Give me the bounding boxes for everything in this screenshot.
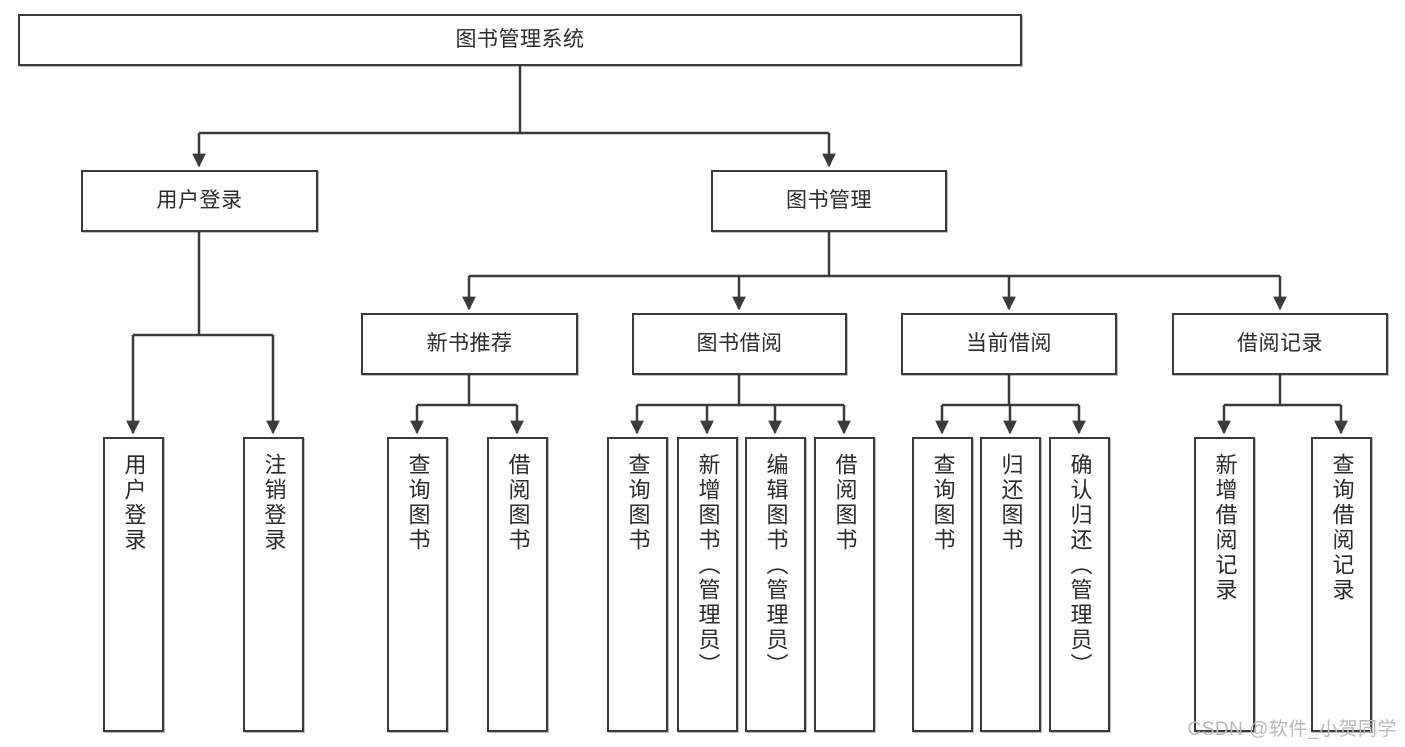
node-book-manage[interactable]: 图书管理	[711, 170, 947, 232]
node-leaf-query-book-3-label: 查询图书	[930, 453, 956, 553]
node-new-book-recommend[interactable]: 新书推荐	[361, 313, 578, 375]
node-leaf-confirm-return-label: 确认归还（管理员）	[1067, 453, 1093, 678]
node-leaf-logout[interactable]: 注销登录	[243, 437, 304, 732]
node-leaf-borrow-book-2[interactable]: 借阅图书	[814, 437, 875, 732]
node-leaf-edit-book[interactable]: 编辑图书（管理员）	[745, 437, 806, 732]
node-borrow-record-label: 借阅记录	[1237, 332, 1323, 356]
node-root-label: 图书管理系统	[455, 28, 585, 52]
node-leaf-query-book-1-label: 查询图书	[405, 453, 431, 553]
node-leaf-add-book-label: 新增图书（管理员）	[695, 453, 721, 678]
node-leaf-add-record-label: 新增借阅记录	[1212, 453, 1238, 603]
node-leaf-query-record[interactable]: 查询借阅记录	[1311, 437, 1372, 732]
node-leaf-confirm-return[interactable]: 确认归还（管理员）	[1049, 437, 1110, 732]
node-new-book-recommend-label: 新书推荐	[426, 332, 513, 356]
node-leaf-edit-book-label: 编辑图书（管理员）	[763, 453, 789, 678]
node-leaf-return-book[interactable]: 归还图书	[980, 437, 1041, 732]
node-leaf-add-record[interactable]: 新增借阅记录	[1194, 437, 1255, 732]
node-leaf-borrow-book-2-label: 借阅图书	[832, 453, 858, 553]
node-book-borrow[interactable]: 图书借阅	[632, 313, 847, 375]
node-leaf-user-login[interactable]: 用户登录	[103, 437, 164, 732]
node-leaf-logout-label: 注销登录	[261, 453, 287, 553]
node-user-login[interactable]: 用户登录	[81, 170, 318, 232]
node-borrow-record[interactable]: 借阅记录	[1172, 313, 1388, 375]
node-leaf-borrow-book-1-label: 借阅图书	[505, 453, 531, 553]
node-book-borrow-label: 图书借阅	[696, 332, 783, 356]
node-root[interactable]: 图书管理系统	[18, 14, 1022, 66]
node-leaf-query-book-2[interactable]: 查询图书	[607, 437, 668, 732]
node-current-borrow[interactable]: 当前借阅	[901, 313, 1117, 375]
node-leaf-add-book[interactable]: 新增图书（管理员）	[677, 437, 738, 732]
node-leaf-return-book-label: 归还图书	[998, 453, 1024, 553]
node-leaf-query-book-3[interactable]: 查询图书	[912, 437, 973, 732]
node-leaf-borrow-book-1[interactable]: 借阅图书	[487, 437, 548, 732]
watermark-text: CSDN @软件_小贺同学	[1187, 719, 1397, 740]
node-leaf-query-record-label: 查询借阅记录	[1329, 453, 1355, 603]
node-user-login-label: 用户登录	[156, 189, 243, 213]
node-book-manage-label: 图书管理	[786, 189, 872, 213]
node-leaf-query-book-2-label: 查询图书	[625, 453, 651, 553]
node-current-borrow-label: 当前借阅	[966, 332, 1052, 356]
node-leaf-query-book-1[interactable]: 查询图书	[387, 437, 448, 732]
node-leaf-user-login-label: 用户登录	[121, 453, 147, 553]
